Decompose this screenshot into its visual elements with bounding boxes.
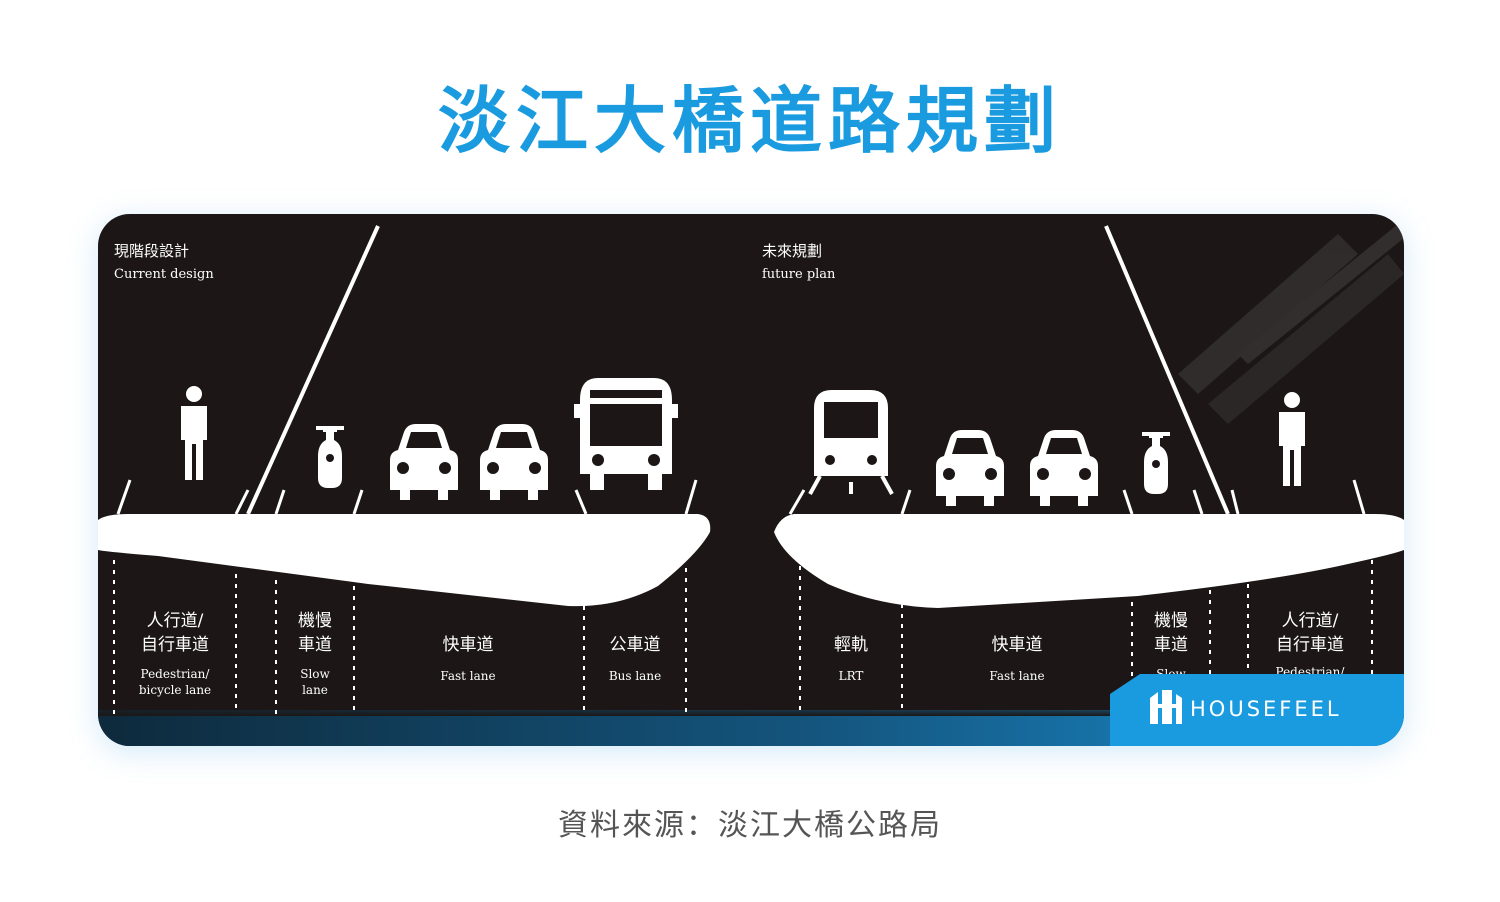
bus-icon — [574, 378, 678, 490]
lane-label-zh: 快車道 — [443, 635, 494, 655]
lane-label-en: Bus lane — [609, 669, 661, 683]
brand-name: HOUSEFEEL — [1190, 697, 1342, 721]
lane-label-en: Fast lane — [989, 669, 1044, 683]
lane-label-zh: 人行道/ — [147, 611, 204, 631]
bridge-cable — [246, 225, 380, 515]
housefeel-logo-icon — [1150, 690, 1182, 724]
future-bridge-deck — [774, 514, 1404, 608]
lane-label-en: bicycle lane — [139, 683, 211, 697]
road-diagram-panel: 現階段設計 Current design 人行道/ 自行車道 Pedestria… — [98, 214, 1404, 746]
car-icon — [390, 424, 458, 500]
current-heading-en: Current design — [114, 267, 214, 282]
car-icon — [480, 424, 548, 500]
lane-label-zh: 快車道 — [992, 635, 1043, 655]
current-design-section: 現階段設計 Current design 人行道/ 自行車道 Pedestria… — [98, 225, 711, 714]
background-texture — [1178, 224, 1404, 424]
page-title: 淡江大橋道路規劃 — [437, 79, 1062, 163]
lane-label-zh: 人行道/ — [1282, 611, 1339, 631]
lane-label-zh: 車道 — [1154, 635, 1188, 655]
future-plan-section: 未來規劃 future plan 輕軌 LRT 快車道 Fast lane 機慢… — [762, 225, 1404, 714]
future-heading-zh: 未來規劃 — [762, 242, 822, 260]
car-icon — [936, 430, 1004, 506]
lane-label-en: LRT — [839, 669, 864, 683]
lane-label-zh: 機慢 — [298, 610, 332, 631]
lane-label-zh: 自行車道 — [1276, 635, 1344, 655]
lane-label-zh: 機慢 — [1154, 610, 1188, 631]
lane-label-zh: 車道 — [298, 635, 332, 655]
pedestrian-icon — [181, 386, 207, 480]
lane-label-zh: 輕軌 — [834, 635, 868, 655]
current-bridge-deck — [98, 514, 711, 607]
lane-label-en: Pedestrian/ — [141, 667, 211, 681]
lrt-icon — [808, 390, 894, 495]
scooter-icon — [316, 426, 344, 488]
bridge-cable — [1104, 225, 1230, 515]
road-diagram: 現階段設計 Current design 人行道/ 自行車道 Pedestria… — [98, 224, 1404, 746]
housefeel-watermark: HOUSEFEEL — [1110, 674, 1404, 746]
car-icon — [1030, 430, 1098, 506]
lane-label-en: lane — [302, 683, 328, 697]
lane-label-en: Slow — [300, 667, 330, 681]
lane-label-zh: 公車道 — [610, 635, 661, 655]
scooter-icon — [1142, 432, 1170, 494]
lane-label-zh: 自行車道 — [141, 635, 209, 655]
source-caption: 資料來源：淡江大橋公路局 — [558, 808, 942, 843]
pedestrian-icon — [1279, 392, 1305, 486]
current-heading-zh: 現階段設計 — [114, 242, 189, 260]
lane-label-en: Fast lane — [440, 669, 495, 683]
future-heading-en: future plan — [762, 267, 836, 282]
